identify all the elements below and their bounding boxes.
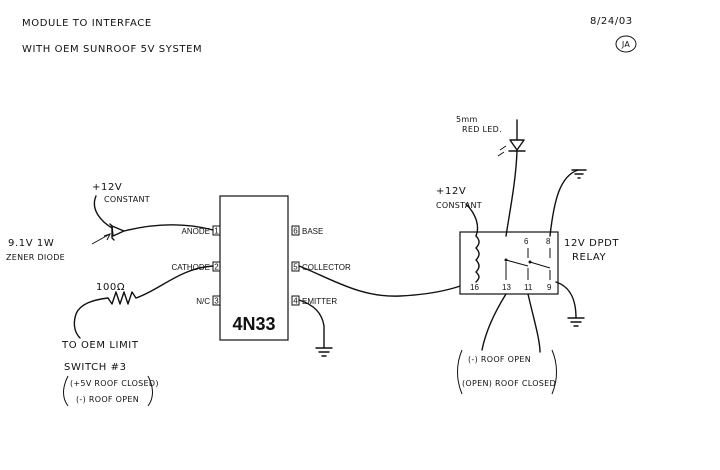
relay-pin-13: 13 [502, 283, 511, 292]
led-icon [497, 139, 526, 157]
limit-label-line-3: (+5V ROOF CLOSED) [70, 379, 159, 388]
ground-icon-bottom-right [567, 317, 585, 327]
wire-resistor-to-limit-switch [73, 297, 109, 339]
led-label-line-1: 5mm [456, 115, 478, 124]
chip-name: 4N33 [232, 314, 275, 334]
dpdt-relay: 6 8 16 13 11 9 [459, 231, 559, 295]
limit-label-line-1: TO OEM LIMIT [61, 340, 139, 351]
roof-paren-right [551, 349, 557, 395]
limit-paren-left [63, 375, 69, 407]
limit-label-line-2: SWITCH #3 [64, 362, 127, 373]
pin-3-label: N/C [196, 297, 210, 306]
wire-zener-to-anode [123, 224, 214, 232]
zener-label-line-1: 9.1V 1W [8, 238, 54, 249]
wire-pin9-to-ground [555, 281, 577, 319]
relay-label-line-1: 12V DPDT [564, 238, 619, 249]
zener-pointer [91, 233, 111, 245]
zener-label-line-2: ZENER DIODE [6, 253, 65, 262]
title-line-2: WITH OEM SUNROOF 5V SYSTEM [22, 44, 202, 55]
pin-6-box [291, 225, 300, 236]
ground-icon-emitter [315, 347, 333, 357]
resistor-icon [107, 291, 137, 305]
pin-4-label: EMITTER [302, 297, 337, 306]
limit-label-line-4: (-) ROOF OPEN [76, 395, 139, 404]
limit-paren-right [147, 375, 153, 407]
wire-12v-to-zener [93, 195, 113, 229]
optocoupler-4n33: 4N33 1 ANODE 2 CATHODE 3 N/C 4 EMITTER 5… [171, 195, 351, 341]
led-label-line-2: RED LED. [462, 125, 502, 134]
relay-pin-6: 6 [524, 237, 529, 246]
pin-3-box [212, 295, 221, 306]
relay-label-line-2: RELAY [572, 252, 607, 263]
wire-pin11-down [527, 293, 541, 353]
relay-pin-16: 16 [470, 283, 479, 292]
pin-6-label: BASE [302, 227, 323, 236]
zener-pointer-arrowhead [103, 233, 111, 241]
constant-left-label: CONSTANT [104, 195, 150, 204]
zener-diode-icon [109, 223, 125, 241]
plus12-left-label: +12V [92, 182, 122, 193]
wire-pin13-down [481, 293, 507, 351]
constant-right-label: CONSTANT [436, 201, 482, 210]
wire-12v-to-coil [465, 203, 479, 237]
roof-closed-label: (OPEN) ROOF CLOSED [462, 379, 556, 388]
wire-cathode-to-resistor [135, 265, 214, 299]
relay-contact-leads-bottom [505, 262, 551, 280]
pin-5-number: 5 [293, 263, 298, 272]
relay-contact-leads-top [527, 248, 551, 258]
wire-led-to-relay [505, 150, 518, 237]
pin-2-label: CATHODE [171, 263, 210, 272]
pin-1-label: ANODE [182, 227, 210, 236]
relay-pin-11: 11 [524, 283, 533, 292]
relay-pin-8: 8 [546, 237, 551, 246]
pin-2-number: 2 [214, 263, 219, 272]
wire-emitter-to-ground [298, 299, 325, 349]
resistor-label: 100Ω [96, 282, 125, 293]
pin-6-number: 6 [293, 227, 298, 236]
relay-coil-icon [475, 235, 480, 283]
relay-pin-9: 9 [547, 283, 552, 292]
initials-label: JA [621, 40, 631, 49]
initials-circle: JA [615, 35, 637, 53]
pin-4-number: 4 [293, 297, 298, 306]
roof-open-label: (-) ROOF OPEN [468, 355, 531, 364]
ground-icon-top-right [571, 169, 587, 179]
pin-1-number: 1 [214, 227, 219, 236]
wire-relay-to-ground-top [549, 169, 579, 237]
relay-switch-arms [505, 259, 551, 269]
date-label: 8/24/03 [590, 16, 633, 27]
title-line-1: MODULE TO INTERFACE [22, 18, 152, 29]
pin-5-label: COLLECTOR [302, 263, 351, 272]
pin-3-number: 3 [214, 297, 219, 306]
plus12-right-label: +12V [436, 186, 466, 197]
roof-paren-left [457, 349, 463, 395]
